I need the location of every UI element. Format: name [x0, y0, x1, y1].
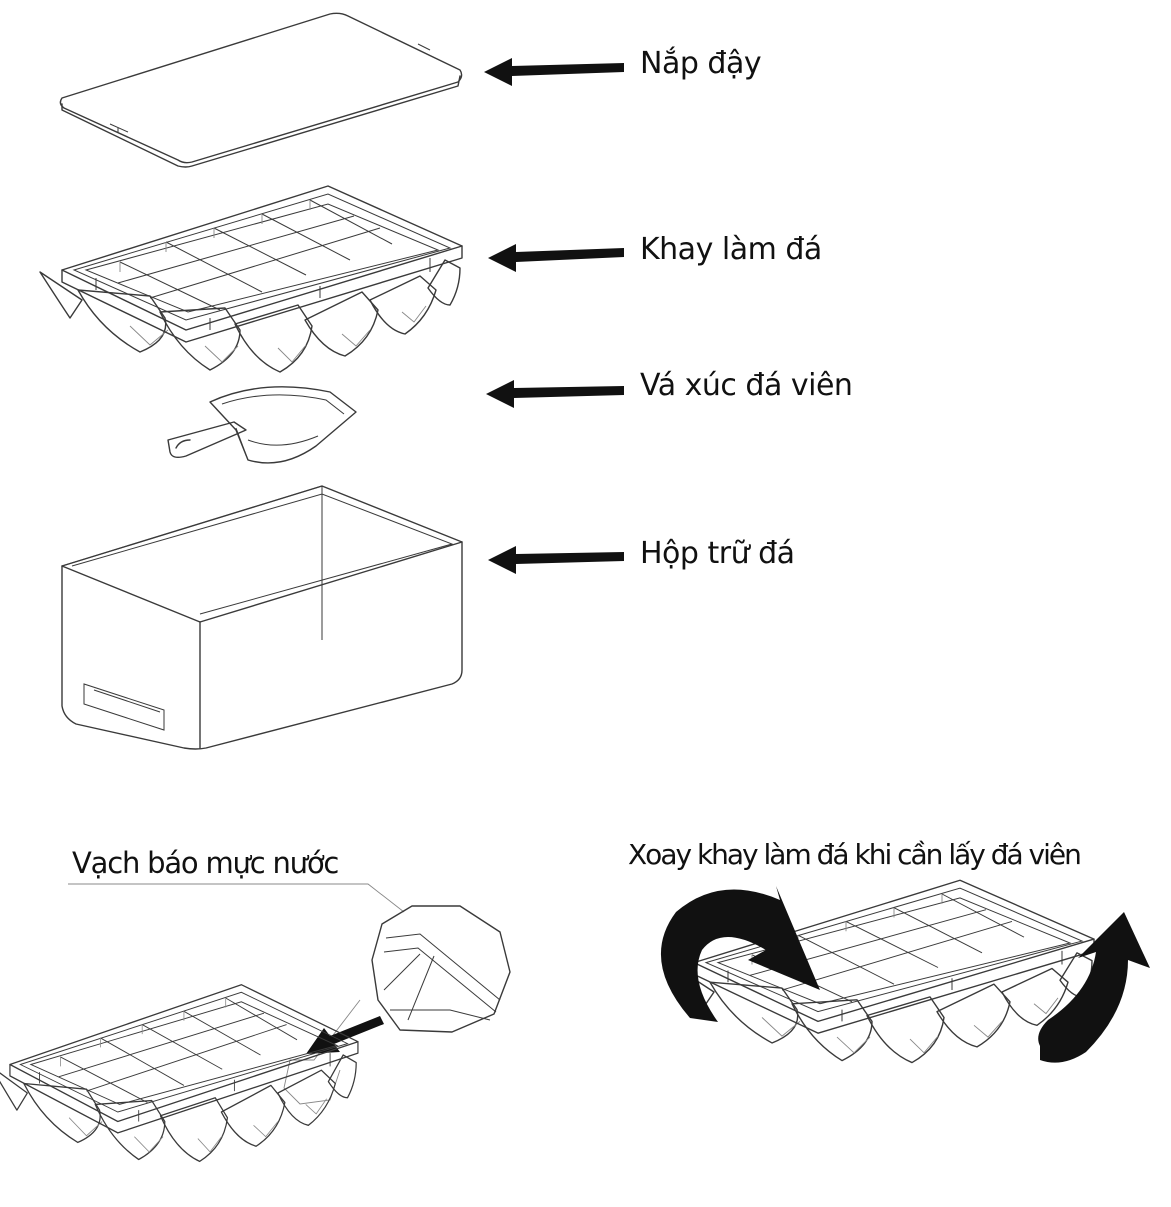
label-lid: Nắp đậy — [640, 46, 762, 81]
label-storage-box: Hộp trữ đá — [640, 536, 795, 571]
water-line-detail — [0, 883, 511, 1163]
ice-tray-drawing — [39, 185, 463, 373]
arrow-left-icon — [486, 380, 624, 408]
rotate-tray-detail — [660, 879, 1150, 1064]
label-ice-tray: Khay làm đá — [640, 232, 822, 267]
ice-tray-with-water-line — [0, 984, 359, 1163]
scoop-drawing — [167, 386, 357, 464]
label-rotate-instruction: Xoay khay làm đá khi cần lấy đá viên — [628, 838, 1082, 871]
label-scoop: Vá xúc đá viên — [640, 368, 853, 403]
lid-drawing — [59, 12, 463, 168]
curved-rotate-arrow-icon — [660, 886, 820, 1022]
label-water-line: Vạch báo mực nước — [72, 846, 339, 880]
curved-rotate-arrow-icon — [1038, 912, 1150, 1063]
arrow-left-icon — [488, 546, 624, 574]
arrow-left-icon — [488, 244, 624, 272]
arrow-left-icon — [484, 58, 624, 86]
storage-box-drawing — [61, 485, 463, 750]
